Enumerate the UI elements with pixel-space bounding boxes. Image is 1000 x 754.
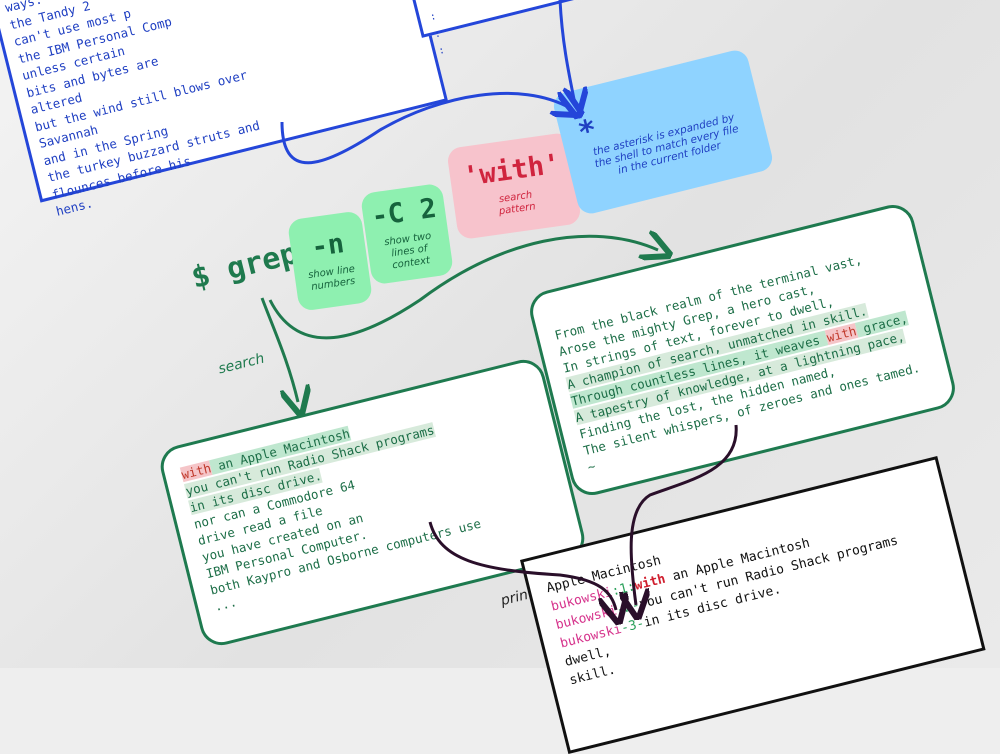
arrow-blue-to-wildcard [280, 93, 570, 165]
arrow-left-to-terminal [428, 521, 616, 610]
arrow-right-to-terminal [631, 424, 738, 605]
arrow-grep-right [268, 236, 658, 340]
arrow-grep-search [260, 297, 298, 402]
arrow-blue-down [560, 0, 575, 104]
flow-arrows [260, 0, 738, 668]
